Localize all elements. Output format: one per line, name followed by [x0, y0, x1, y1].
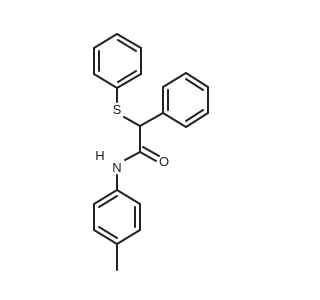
- molecule-diagram: S O N H: [93, 33, 209, 271]
- double-bond-inner: [117, 70, 137, 83]
- sulfur-atom-label: S: [113, 102, 122, 117]
- bond: [93, 33, 118, 49]
- bond: [116, 33, 142, 49]
- bond-carbonyl-to-n: [124, 151, 141, 161]
- bond: [185, 112, 209, 128]
- double-bond-inner: [185, 78, 204, 91]
- double-bond-inner: [185, 109, 204, 122]
- bond: [116, 229, 141, 245]
- double-bond-inner: [98, 195, 118, 208]
- double-bond-inner: [117, 39, 137, 52]
- bond: [162, 72, 187, 88]
- oxygen-atom-label: O: [159, 154, 169, 169]
- bond: [93, 229, 118, 245]
- carbonyl-bond-b: [142, 146, 160, 157]
- backbone: [116, 87, 164, 191]
- structure-svg: S O N H: [93, 33, 209, 271]
- bond: [185, 72, 209, 88]
- carbonyl-bond-a: [139, 151, 157, 162]
- bond: [93, 73, 118, 89]
- bond: [116, 189, 141, 205]
- bond-ch-to-ring: [139, 112, 164, 127]
- bond-s-to-ch: [123, 116, 141, 127]
- tolyl-ring: [93, 189, 141, 271]
- double-bond-inner: [98, 226, 118, 239]
- bond: [162, 112, 187, 128]
- phenylthio-ring: [93, 33, 142, 89]
- hydrogen-atom-label: H: [95, 148, 104, 163]
- bond: [116, 73, 142, 89]
- nitrogen-atom-label: N: [112, 160, 121, 175]
- phenyl-ring: [162, 72, 209, 128]
- bond: [93, 189, 118, 205]
